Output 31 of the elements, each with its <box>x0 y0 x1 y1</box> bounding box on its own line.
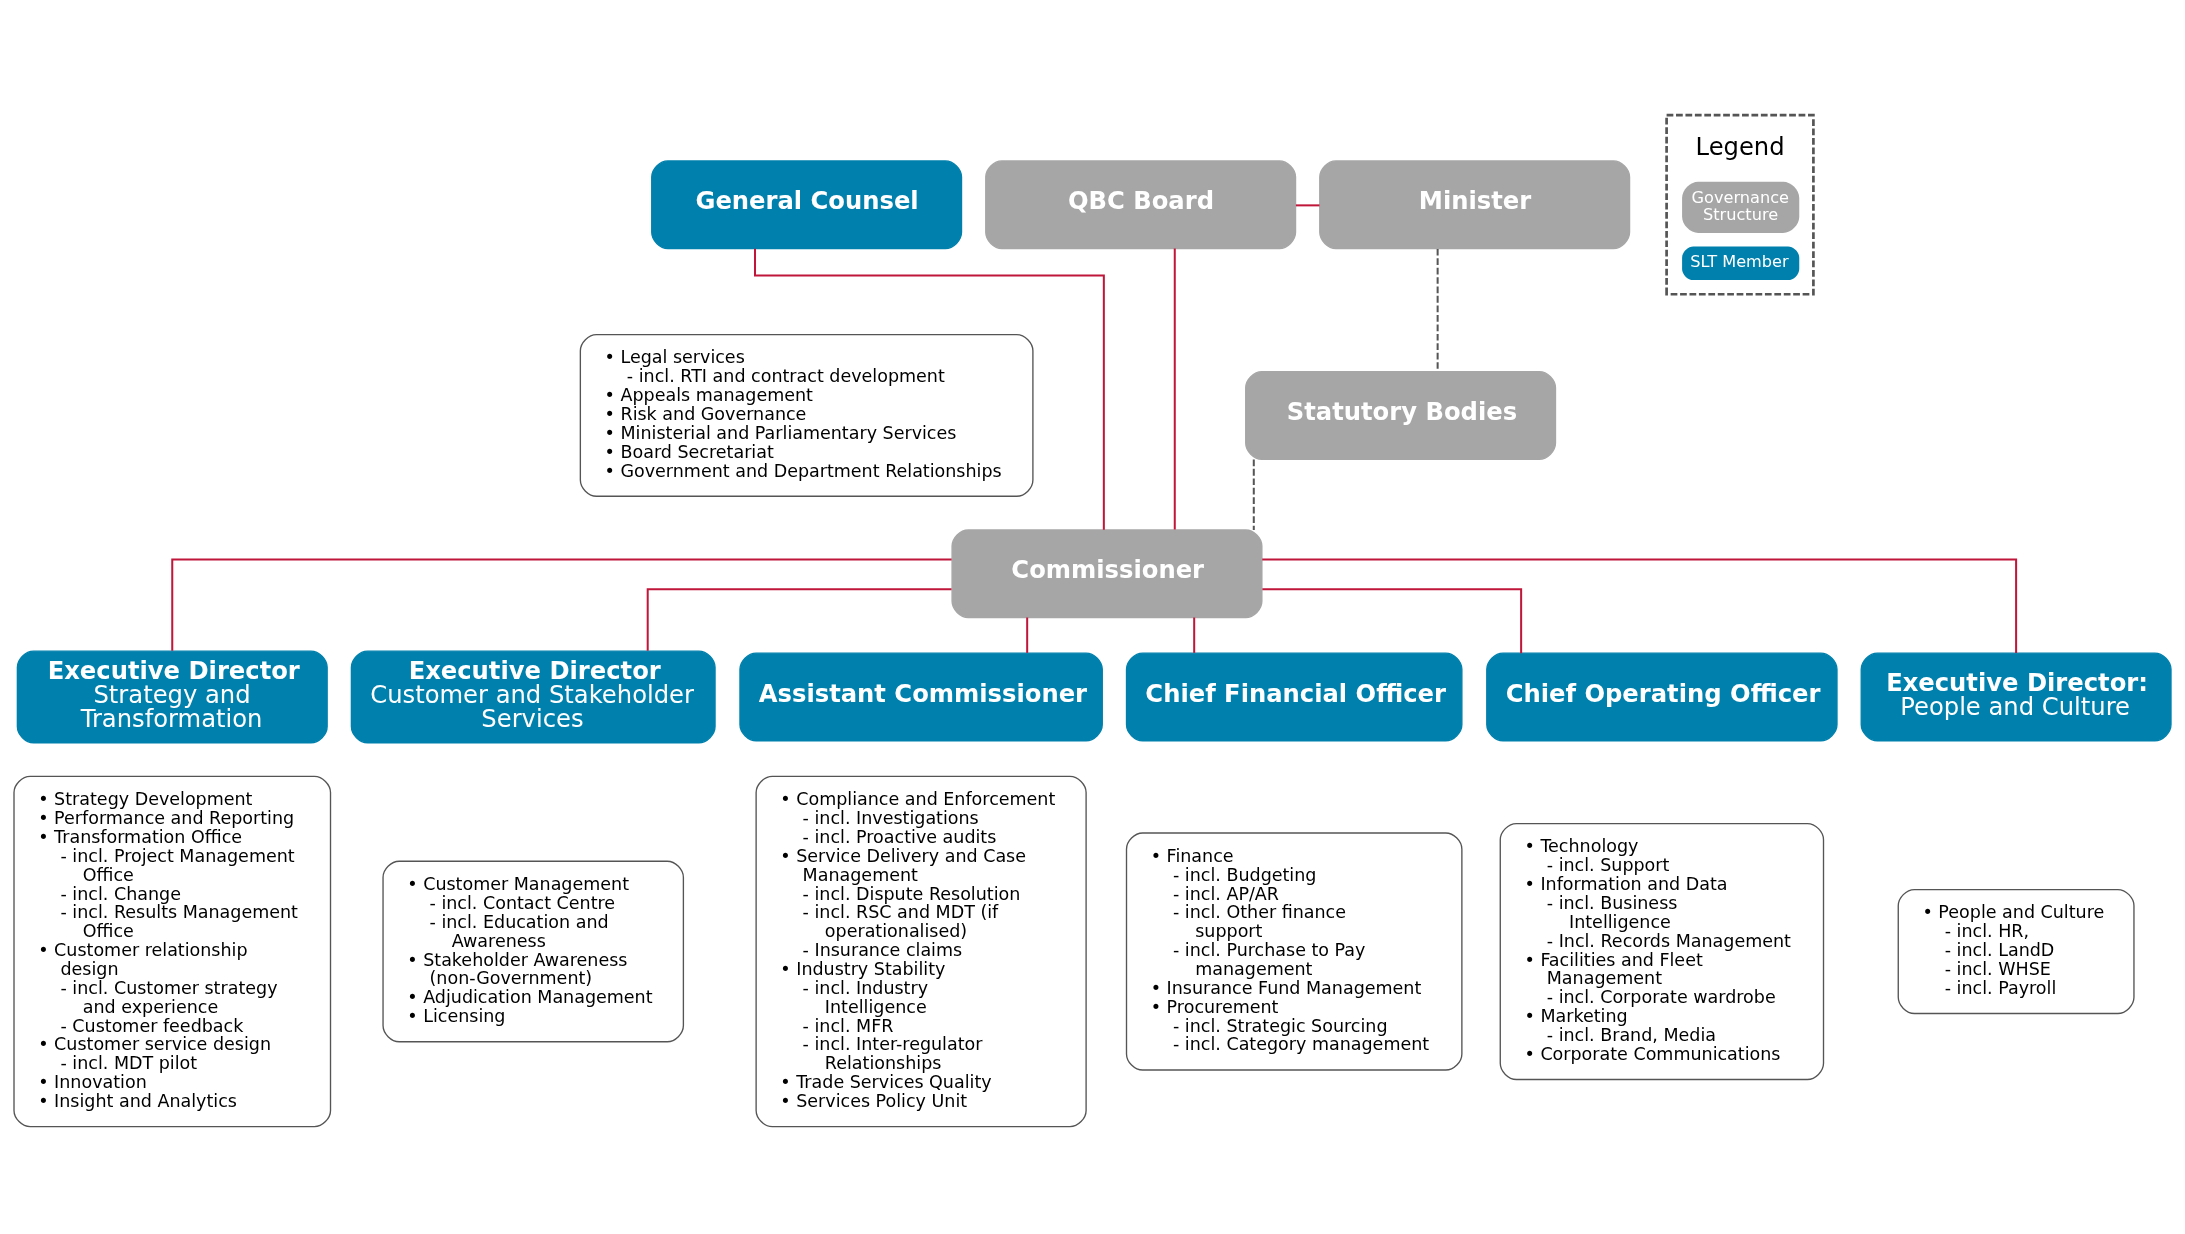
node-box: Executive Director: People and Culture <box>1860 652 2172 741</box>
node-box: Minister <box>1319 159 1631 249</box>
node-box: • Legal services - incl. RTI and contract development • Appeals management • Risk and Governance • Ministerial and Parliamentary Services • Board Secretariat • Government and Department Relationships <box>579 333 1034 497</box>
connector <box>171 558 952 651</box>
node-box: Commissioner <box>951 528 1263 618</box>
node-box: • Compliance and Enforcement - incl. Investigations - incl. Proactive audits • Service Delivery and Case Management - incl. Dispute Resolution - incl. RSC and MDT (if operationalised) - Insurance claims • Industry Stability - incl. Industry Intelligence - incl. MFR - incl. Inter-regulator Relationships • Trade Services Quality • Services Policy Unit <box>755 775 1087 1127</box>
node-box: • Finance - incl. Budgeting - incl. AP/AR - incl. Other finance support - incl. Purchase to Pay management • Insurance Fund Management • Procurement - incl. Strategic Sourcing - incl. Category management <box>1125 831 1463 1071</box>
node-box: • People and Culture - incl. HR, - incl. LandD - incl. WHSE - incl. Payroll <box>1897 888 2135 1014</box>
node-box: • Technology - incl. Support • Information and Data - incl. Business Intelligence - Incl. Records Management • Facilities and Fleet Management - incl. Corporate wardrobe • Marketing - incl. Brand, Media • Corporate Communications <box>1499 822 1825 1080</box>
node-box: Executive Director Customer and Stakeholder Services <box>350 650 716 743</box>
connector <box>1173 247 1176 529</box>
connector <box>1193 617 1196 653</box>
label: Legend <box>1695 131 1785 161</box>
connector <box>1252 459 1255 530</box>
legend-label: Governance Structure <box>1691 187 1789 224</box>
node-box: QBC Board <box>985 159 1297 249</box>
node-box: Chief Financial Officer <box>1125 652 1463 741</box>
connector <box>1295 203 1320 206</box>
node-box: • Strategy Development • Performance and Reporting • Transformation Office - incl. Project Management Office - incl. Change - incl. Results Management Office • Customer relationship design - incl. Customer strategy and experience - Customer feedback • Customer service design - incl. MDT pilot • Innovation • Insight and Analytics <box>13 775 332 1127</box>
connector <box>1262 587 1523 653</box>
node-box: General Counsel <box>651 159 963 249</box>
connector <box>1262 558 2018 653</box>
node-box: Assistant Commissioner <box>739 652 1103 741</box>
node-box: Statutory Bodies <box>1245 370 1557 460</box>
connector <box>646 587 952 651</box>
node-box: • Customer Management - incl. Contact Centre - incl. Education and Awareness • Stakeholder Awareness (non-Government) • Adjudication Management • Licensing <box>382 860 685 1042</box>
node-box: Executive Director Strategy and Transformation <box>16 650 328 743</box>
connector <box>1436 248 1439 371</box>
legend-label: SLT Member <box>1690 251 1789 271</box>
connector <box>1026 617 1029 653</box>
node-box: Chief Operating Officer <box>1486 652 1838 741</box>
